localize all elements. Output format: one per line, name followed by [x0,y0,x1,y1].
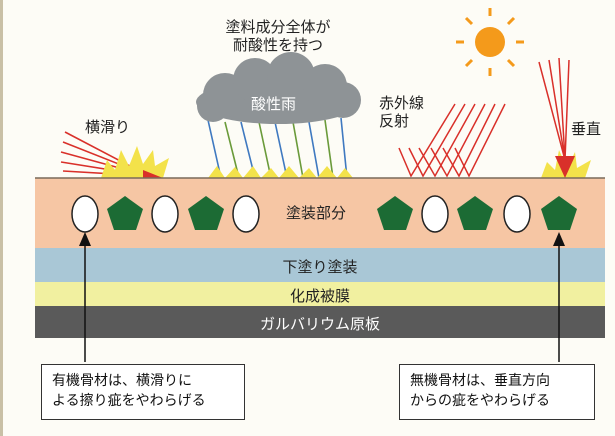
inorganic-note-line2: からの疵をやわらげる [410,393,550,409]
conversion-label-row: 化成被膜 [35,285,605,306]
organic-note-line1: 有機骨材は、横滑りに [52,373,192,389]
top-caption: 塗料成分全体が 耐酸性を持つ [203,18,353,54]
undercoat-label-row: 下塗り塗装 [35,256,605,277]
inorganic-note-line1: 無機骨材は、垂直方向 [410,373,550,389]
organic-note-line2: よる擦り疵をやわらげる [52,393,206,409]
inorganic-aggregate-icon [457,196,493,230]
conversion-layer [35,282,605,306]
acid-rain-label: 酸性雨 [251,95,297,113]
vertical-burst [541,150,591,178]
infrared-rays [398,103,506,178]
infrared-label: 赤外線 反射 [379,94,424,130]
organic-aggregate-icon [503,195,531,233]
paint-layer-label: 塗装部分 [286,204,347,222]
infrared-label-line1: 赤外線 [379,94,425,112]
illustration [35,8,605,362]
arrow-icon [79,232,91,362]
sliding-label: 横滑り [85,118,131,136]
sliding-burst [101,146,169,178]
vertical-arrowhead [555,156,575,178]
organic-aggregate-icon [71,195,99,233]
vertical-rays [538,57,570,161]
organic-aggregate-icon [151,195,179,233]
top-caption-line1: 塗料成分全体が [225,18,331,36]
inorganic-aggregate-icon [107,196,143,230]
conversion-label: 化成被膜 [289,287,350,305]
cloud-icon [196,52,361,124]
top-caption-line2: 耐酸性を持つ [232,36,323,54]
infrared-label-line2: 反射 [379,112,410,130]
aggregates [71,195,577,233]
rain-splash [208,166,353,178]
base-label: ガルバリウム原板 [259,315,380,333]
inorganic-aggregate-note: 無機骨材は、垂直方向 からの疵をやわらげる [399,364,595,420]
sun-icon [456,8,524,76]
organic-aggregate-note: 有機骨材は、横滑りに よる擦り疵をやわらげる [41,364,245,420]
base-layer [35,306,605,338]
organic-aggregate-icon [232,195,260,233]
arrow-icon [553,232,565,362]
organic-aggregate-icon [421,195,449,233]
inorganic-aggregate-icon [188,196,224,230]
rain-lines [207,117,348,179]
inorganic-aggregate-icon [541,196,577,230]
undercoat-label: 下塗り塗装 [282,258,358,276]
base-label-row: ガルバリウム原板 [35,313,605,334]
inorganic-aggregate-icon [377,196,413,230]
vertical-label: 垂直 [571,120,602,138]
undercoat-layer [35,248,605,282]
